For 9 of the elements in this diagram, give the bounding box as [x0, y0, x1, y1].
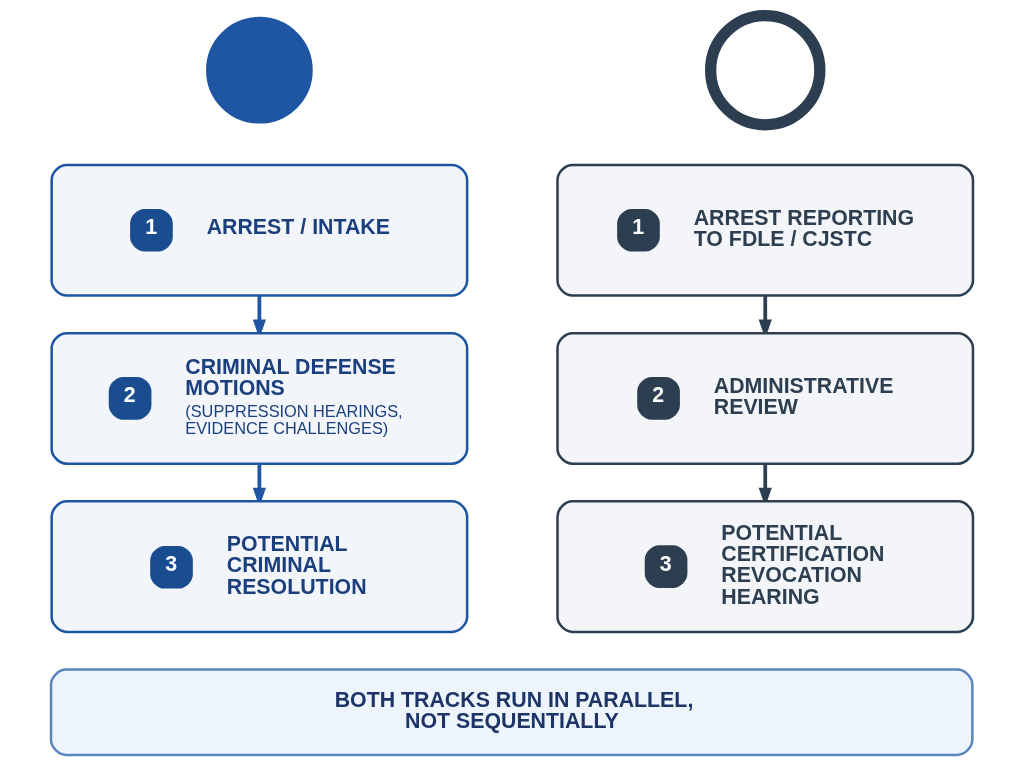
node-circle: [206, 16, 313, 124]
node-box: 1 ARREST / INTAKE: [50, 163, 469, 297]
node-box: 1 ARREST REPORTING TO FDLE / CJSTC: [556, 163, 975, 297]
node-box: 3 POTENTIAL CERTIFICATION REVOCATION HEARING: [556, 500, 975, 634]
node-box: 2 ADMINISTRATIVE REVIEW: [556, 331, 975, 465]
node-box: BOTH TRACKS RUN IN PARALLEL, NOT SEQUENTIALLY: [49, 668, 974, 757]
node-box: 3 POTENTIAL CRIMINAL RESOLUTION: [50, 500, 469, 634]
node-box: 2 CRIMINAL DEFENSE MOTIONS (SUPPRESSION HEARINGS, EVIDENCE CHALLENGES): [50, 331, 469, 465]
node-circle: [705, 9, 826, 131]
